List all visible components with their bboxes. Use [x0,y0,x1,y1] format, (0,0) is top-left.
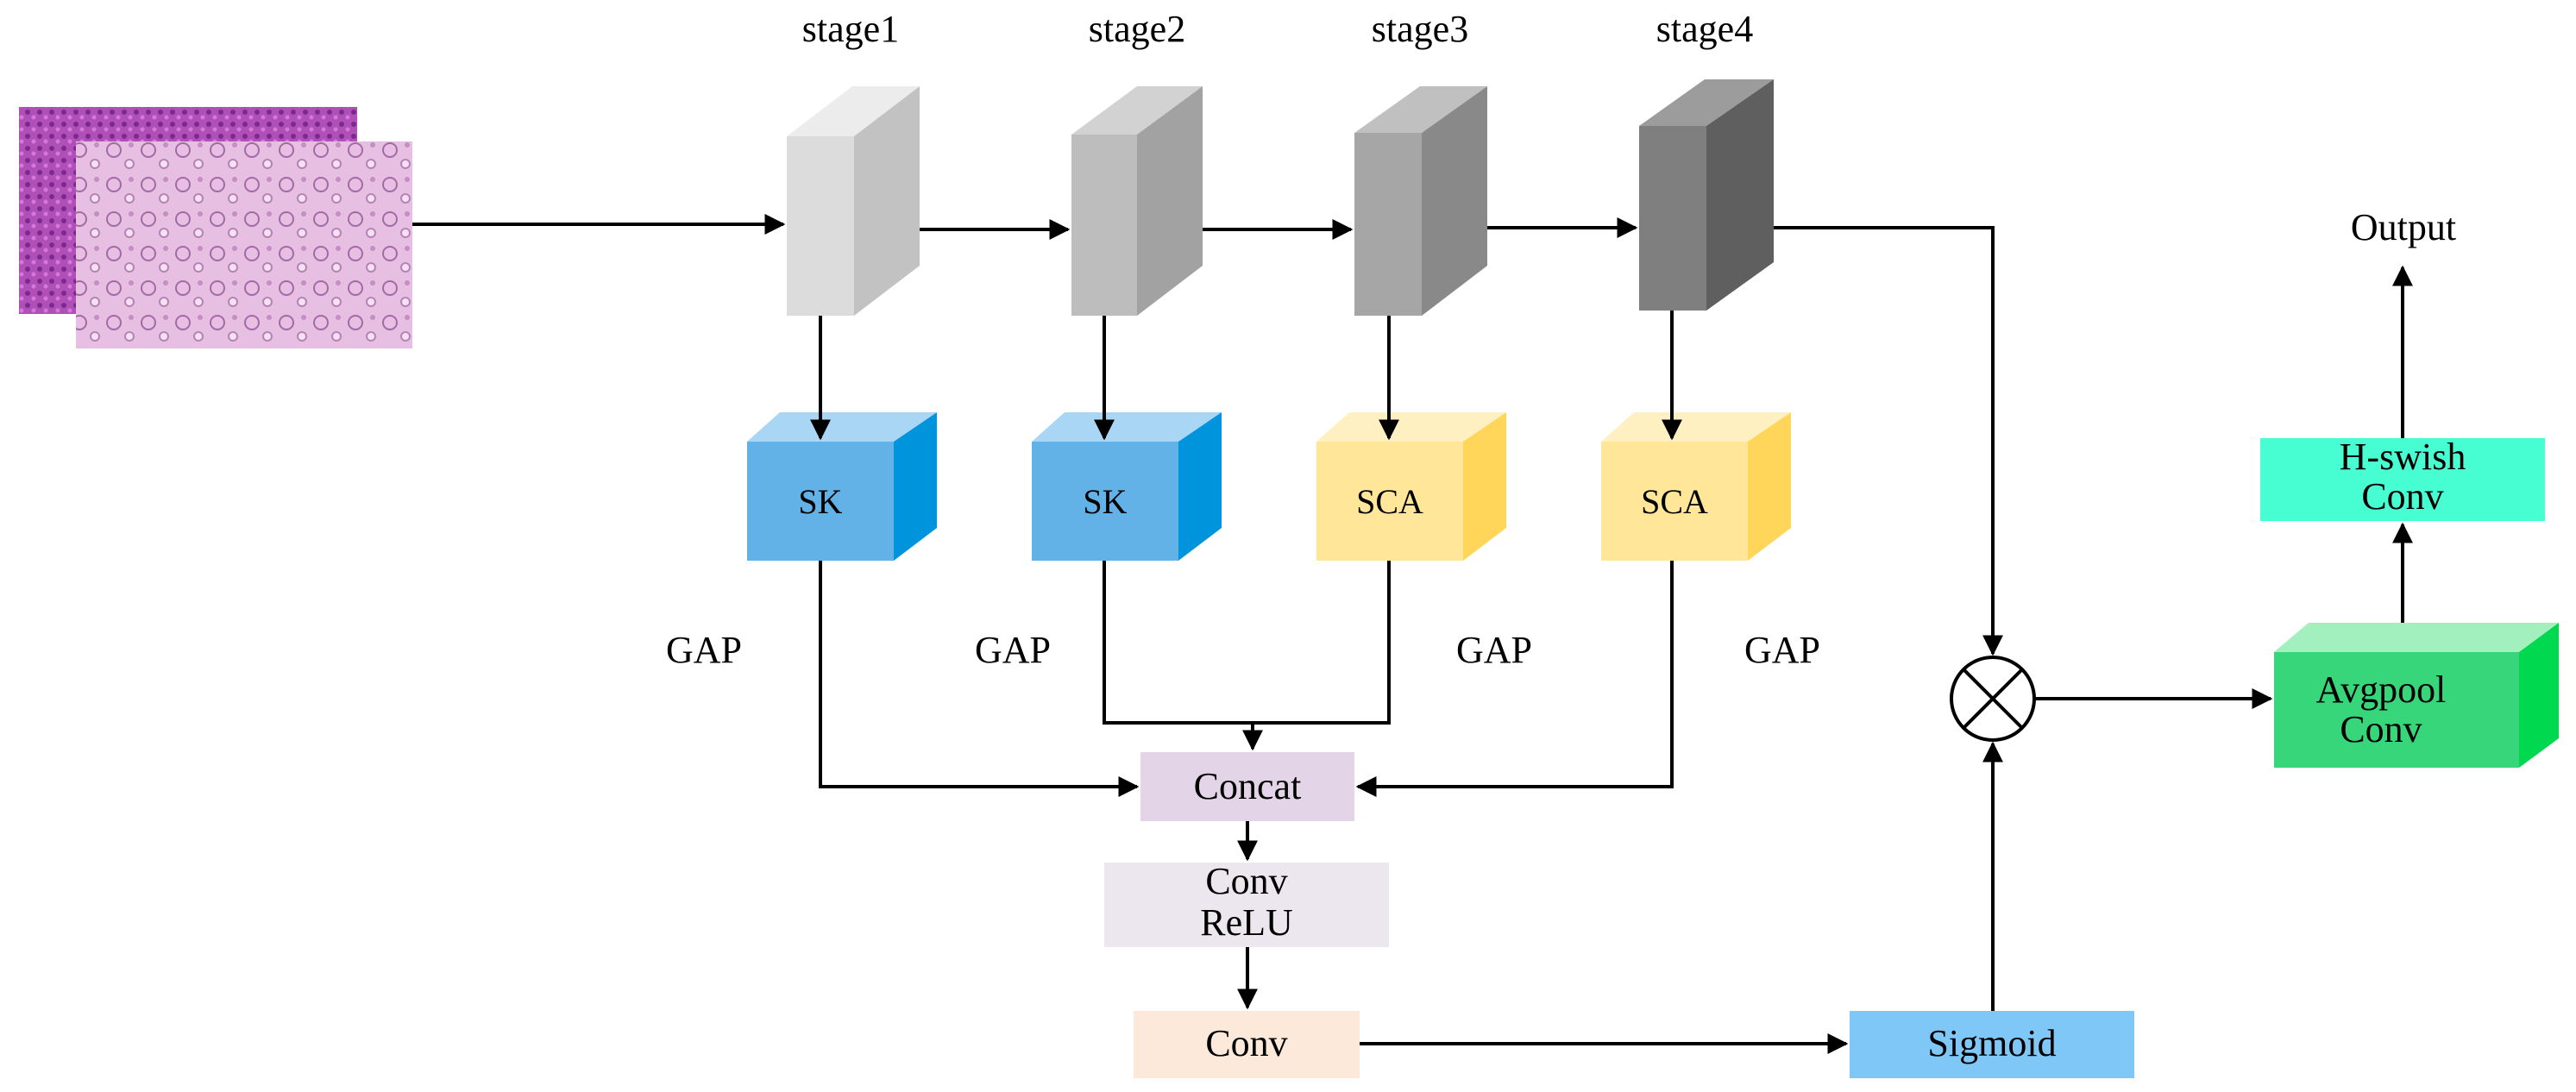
conv-relu-box [1104,863,1389,947]
sca-block-1-label: SCA [1356,482,1423,521]
conv-box [1134,1011,1360,1078]
input-image-front-slide [76,141,412,348]
output-label: Output [2351,206,2456,248]
avgpool-label-line2: Conv [2340,708,2422,750]
hswish-label-line1: H-swish [2340,436,2466,478]
stage2-block-top [1071,86,1203,135]
sca-block-2-label: SCA [1641,482,1708,521]
multiply-operator [1950,656,2036,742]
avgpool-block-side [2519,623,2559,768]
stage3-block [1354,86,1487,316]
concat-label: Concat [1194,765,1302,807]
input-image [19,107,412,348]
sigmoid-box [1850,1011,2134,1078]
sca-block-1-top [1316,412,1506,442]
avgpool-block-top [2274,623,2559,652]
avgpool-conv-block: Avgpool Conv [2274,623,2559,768]
edge-stage4-multiply [1774,226,2003,656]
stage1-block-top [787,86,920,136]
sk-block-1-front [747,442,894,561]
sca-block-1-front [1316,442,1463,561]
sca-block-1-side [1463,412,1506,561]
hswish-conv-box [2260,438,2545,521]
stage4-label: stage4 [1656,8,1753,50]
conv-relu-label-line2: ReLU [1200,901,1293,944]
sk-block-2-side [1178,412,1222,561]
avgpool-label-line1: Avgpool [2316,668,2447,711]
connections [412,214,2413,1054]
concat-box [1140,752,1354,821]
multiply-cross-b [1962,668,2024,730]
stage2-label: stage2 [1089,8,1185,50]
edge-sk2-concat [1103,561,1263,751]
sca-block-1: SCA [1316,412,1506,561]
hswish-label-line2: Conv [2361,475,2443,518]
sk-block-1-top [747,412,937,442]
stage4-block-top [1639,79,1774,126]
stage1-block-side [854,86,920,316]
edge-sca1-concat [1253,561,1391,725]
sca-block-2-side [1748,412,1791,561]
avgpool-block-front [2274,652,2519,768]
sk-block-2-front [1032,442,1178,561]
sk-block-2: SK [1032,412,1222,561]
sk-block-2-top [1032,412,1222,442]
sk-block-1-label: SK [798,482,842,521]
stage2-block-front [1071,135,1137,316]
stage2-block [1071,86,1203,316]
sca-block-2: SCA [1601,412,1791,561]
gap-label-4: GAP [1744,629,1820,671]
edge-sca2-concat [1355,561,1674,797]
stage2-block-side [1137,86,1203,316]
stage3-block-front [1354,133,1422,316]
sk-block-1-side [894,412,937,561]
conv-label: Conv [1205,1022,1287,1064]
conv-relu-label-line1: Conv [1205,860,1287,902]
gap-label-3: GAP [1456,629,1532,671]
stage3-label: stage3 [1372,8,1468,50]
sca-block-2-front [1601,442,1748,561]
sk-block-2-label: SK [1083,482,1127,521]
stage1-block [787,86,920,316]
stage3-block-top [1354,86,1487,133]
stage3-block-side [1422,86,1487,316]
edge-sk1-concat [819,561,1140,797]
stage4-block [1639,79,1774,311]
sigmoid-label: Sigmoid [1927,1022,2056,1064]
stage1-block-front [787,136,854,316]
gap-label-1: GAP [666,629,742,671]
stage4-block-side [1706,79,1774,311]
stage4-block-front [1639,126,1706,311]
stage1-label: stage1 [802,8,899,50]
sca-block-2-top [1601,412,1791,442]
sk-block-1: SK [747,412,937,561]
gap-label-2: GAP [975,629,1051,671]
